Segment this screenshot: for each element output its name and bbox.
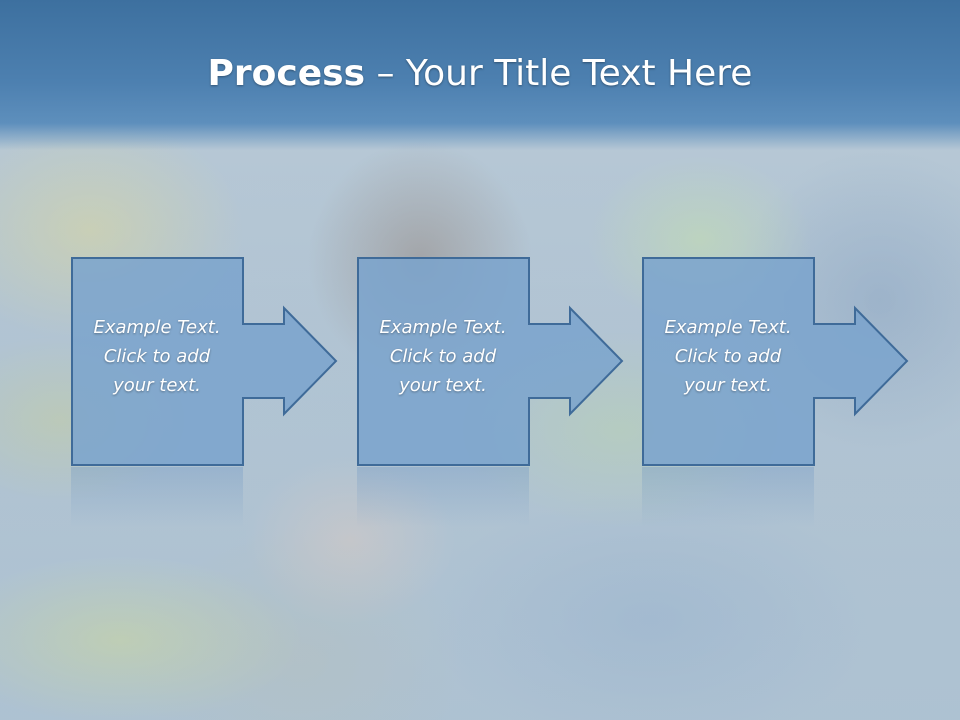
step-3-text[interactable]: Example Text. Click to add your text. bbox=[664, 317, 792, 396]
title-bold-part: Process bbox=[207, 53, 366, 94]
step-2-arrow-box bbox=[357, 257, 624, 466]
step-1-reflection bbox=[71, 467, 243, 527]
slide-title[interactable]: Process – Your Title Text Here bbox=[0, 52, 960, 96]
title-band bbox=[0, 0, 960, 150]
step-1-text[interactable]: Example Text. Click to add your text. bbox=[93, 317, 221, 396]
process-step-3[interactable]: Example Text. Click to add your text. bbox=[642, 257, 912, 467]
title-regular-part: – Your Title Text Here bbox=[365, 53, 753, 94]
process-step-1[interactable]: Example Text. Click to add your text. bbox=[71, 257, 341, 467]
process-step-2[interactable]: Example Text. Click to add your text. bbox=[357, 257, 627, 467]
step-3-reflection bbox=[642, 467, 814, 527]
step-2-reflection bbox=[357, 467, 529, 527]
step-2-text[interactable]: Example Text. Click to add your text. bbox=[379, 317, 507, 396]
step-1-arrow-box bbox=[71, 257, 338, 466]
step-3-arrow-box bbox=[642, 257, 909, 466]
